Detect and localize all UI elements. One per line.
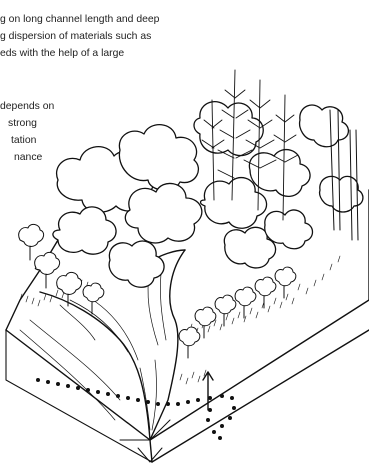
side-line-1: depends on — [0, 101, 54, 113]
caption-line-3: eds with the help of a large — [0, 48, 124, 60]
tree-canopies — [53, 102, 363, 288]
exchange-arrow — [203, 372, 213, 410]
block-left-vertical — [6, 330, 152, 462]
block-front-left-face — [6, 330, 152, 462]
side-line-4: nance — [14, 152, 42, 164]
block-front-right-face — [150, 300, 369, 440]
side-line-3: tation — [11, 135, 36, 147]
side-line-2: strong — [8, 118, 37, 130]
caption-line-1: g on long channel length and deep — [0, 14, 159, 26]
channel-notch — [138, 448, 162, 462]
dotted-flow-path — [36, 378, 236, 440]
caption-line-2: g dispersion of materials such as — [0, 31, 151, 43]
river-left-bank — [40, 292, 150, 440]
block-right-face — [152, 330, 369, 462]
